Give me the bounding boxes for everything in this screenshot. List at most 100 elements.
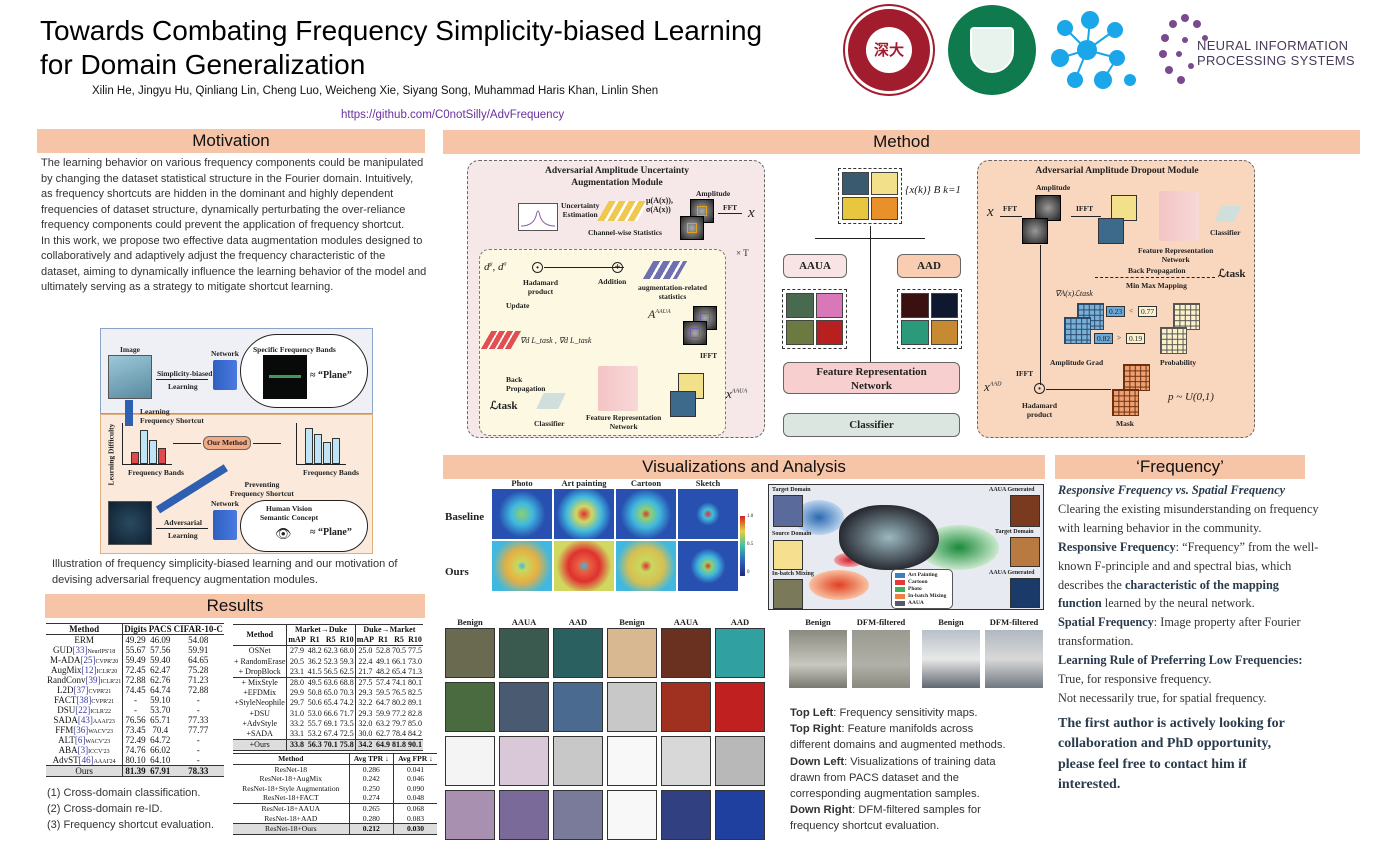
value-cell: 66.6	[323, 708, 338, 718]
aaua-mu-sigma: μ(A(x)),σ(A(x))	[646, 196, 673, 214]
value-cell: 68.8	[338, 677, 356, 689]
aaua-a-aaua: AAAUA	[648, 307, 671, 321]
value-cell: 29.7	[290, 698, 305, 708]
value-cell: 70.1	[322, 739, 339, 751]
network-icon-2	[213, 510, 237, 540]
aaua-x-aaua: xAAUA	[726, 386, 748, 401]
value-cell: 77.77	[188, 725, 209, 735]
legend-swatch	[895, 587, 905, 592]
value-cell: 0.274	[349, 793, 395, 804]
aad-amplitude	[1035, 195, 1061, 221]
value-cell: 31.0	[290, 708, 305, 718]
aad-title: Adversarial Amplitude Dropout Module	[1035, 166, 1199, 176]
value-cell: 62.76	[150, 675, 171, 685]
manifold-source: Source Domain	[772, 531, 812, 537]
contact-note: The first author is actively looking for…	[1058, 715, 1285, 793]
value-cell: 71.3	[408, 666, 423, 676]
legend-swatch	[895, 573, 905, 578]
caption-item: Top Right: Feature manifolds across diff…	[790, 723, 1006, 752]
channel-stats-icon	[597, 201, 649, 221]
column-header: R10	[338, 635, 356, 647]
method-cell: +StyleNeophile	[233, 698, 288, 709]
value-cell: 62.3	[323, 646, 338, 656]
method-cell: + RandomErase	[233, 656, 288, 667]
note-2: (2) Cross-domain re-ID.	[47, 803, 163, 815]
aaua-augmented-images	[782, 289, 847, 349]
value-cell: 65.4	[392, 666, 407, 676]
less-than: <	[1129, 306, 1134, 315]
value-cell: 56.3	[306, 739, 323, 751]
frequency-band-image	[263, 355, 307, 399]
value-cell: 72.45	[125, 665, 146, 675]
frn-icon	[598, 366, 638, 411]
value-cell: 82.5	[408, 688, 423, 698]
value-cell: -	[134, 695, 138, 705]
manifold-target-1: Target Domain	[772, 487, 811, 493]
rule-2: Not necessarily true, for spatial freque…	[1058, 690, 1267, 705]
value-cell: 0.250	[349, 783, 395, 794]
shenzhen-university-logo: 深大	[845, 6, 933, 94]
aaua-l-task: ℒtask	[490, 400, 518, 412]
grad-value-2: 0.82	[1094, 333, 1114, 344]
frequency-intro: Clearing the existing misunderstanding o…	[1058, 501, 1319, 535]
value-cell: 48.2	[307, 646, 322, 656]
method-cell: +AdvStyle	[233, 718, 288, 730]
fig-plane-label-1: ≈ “Plane”	[310, 370, 352, 381]
value-cell: 50.6	[307, 698, 322, 708]
value-cell: 0.041	[406, 764, 425, 774]
aug-sample-image	[715, 682, 765, 732]
value-cell: 22.4	[358, 656, 373, 666]
frequency-text: Responsive Frequency vs. Spatial Frequen…	[1058, 481, 1320, 796]
column-header: CIFAR-10-C	[172, 623, 224, 635]
caption-item: Down Left: Visualizations of training da…	[790, 755, 996, 801]
github-link[interactable]: https://github.com/C0notSilly/AdvFrequen…	[341, 109, 565, 121]
legend-item: AAUA	[895, 600, 949, 607]
value-cell: 23.1	[290, 666, 305, 676]
heatmap-row-label: Baseline	[445, 511, 485, 523]
heatmap-ours	[553, 540, 615, 592]
value-cell: 57.4	[376, 678, 391, 688]
value-cell: 77.2	[392, 708, 407, 718]
aaua-d-vars: dμ, dσ	[484, 261, 507, 273]
column-header: R1	[375, 635, 392, 647]
fig-learning-difficulty: Learning Difficulty	[106, 423, 116, 486]
aug-sample-image	[499, 736, 549, 786]
value-cell: 55.67	[125, 645, 146, 655]
column-header: Avg FPR ↓	[398, 754, 433, 763]
dfm-col-label: Benign	[938, 617, 964, 627]
poster-title: Towards Combating Frequency Simplicity-b…	[40, 14, 762, 82]
value-cell: 80.2	[392, 698, 407, 708]
aad-box: AAD	[897, 254, 961, 278]
value-cell: 55.7	[307, 718, 322, 728]
value-cell: 72.49	[125, 735, 146, 745]
value-cell: 41.5	[307, 666, 322, 676]
aug-sample-image	[607, 682, 657, 732]
method-cell: +Ours	[233, 739, 288, 751]
manifold-mixing: In-batch Mixing	[772, 571, 814, 577]
aug-col-label: AAUA	[511, 617, 537, 627]
value-cell: -	[196, 735, 200, 745]
value-cell: 66.1	[392, 656, 407, 666]
prob-value-1: 0.77	[1138, 306, 1158, 317]
method-cell: +EFDMix	[233, 688, 288, 699]
aad-frn-icon	[1159, 191, 1199, 241]
dfm-sample-image	[985, 630, 1043, 688]
value-cell: 0.030	[393, 823, 437, 835]
fig-plane-label-2: ≈ “Plane”	[310, 527, 352, 538]
method-cell: FACT[38]CVPR'21	[46, 695, 124, 705]
value-cell: 77.5	[408, 646, 423, 656]
column-header: Avg TPR ↓	[349, 753, 395, 765]
aug-col-label: AAD	[568, 617, 588, 627]
value-cell: 78.4	[392, 729, 407, 739]
value-cell: 52.3	[323, 656, 338, 666]
aug-sample-image	[553, 790, 603, 840]
